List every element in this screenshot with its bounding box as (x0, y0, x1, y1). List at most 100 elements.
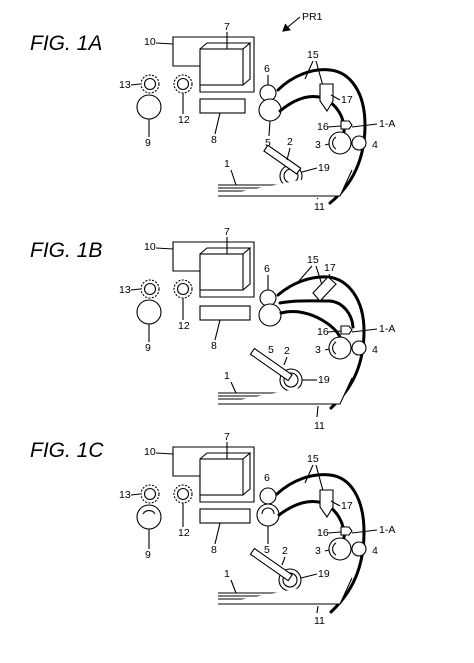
leader-13 (130, 83, 141, 86)
leader-17 (328, 273, 332, 280)
label-8: 8 (211, 340, 217, 352)
label-13: 13 (119, 284, 131, 296)
pr1-arrow (282, 16, 301, 32)
tray-11 (218, 577, 353, 605)
drum-9 (136, 299, 162, 325)
leader-19 (300, 573, 318, 579)
tray-11 (218, 169, 353, 197)
roller-5 (258, 303, 282, 327)
roller-6 (259, 289, 277, 307)
label-7: 7 (224, 21, 230, 33)
figure-title: FIG. 1A (30, 32, 102, 55)
label-1-a: 1-A (379, 118, 395, 130)
leader-2 (283, 356, 288, 366)
leader-5 (268, 120, 271, 137)
plate-8 (199, 98, 246, 114)
leader-11 (316, 605, 319, 614)
panel-fig-1c: FIG. 1C 10 7 13 12 9 8 6 5 15 17 (30, 431, 395, 627)
label-5: 5 (264, 544, 270, 556)
roller-5 (256, 503, 280, 527)
label-6: 6 (264, 263, 270, 275)
roller-5-mark (261, 507, 275, 515)
roller-12 (176, 77, 190, 91)
roller-12 (176, 487, 190, 501)
label-16: 16 (317, 121, 329, 133)
label-3: 3 (315, 344, 321, 356)
unit-7 (199, 253, 244, 291)
paper-path-outer (275, 473, 366, 614)
leader-1-a (351, 529, 378, 534)
leader-1 (230, 579, 237, 594)
guide-17 (319, 489, 334, 519)
roller-12 (176, 282, 190, 296)
label-6: 6 (264, 63, 270, 75)
label-1-a: 1-A (379, 323, 395, 335)
label-5: 5 (265, 137, 271, 149)
figure-title: FIG. 1B (30, 239, 102, 262)
label-13: 13 (119, 79, 131, 91)
label-3: 3 (315, 545, 321, 557)
leader-3 (324, 143, 330, 146)
unit-7-depth (199, 42, 252, 86)
leader-16 (327, 330, 342, 333)
leader-3 (324, 348, 330, 351)
drum-9-mark (142, 510, 156, 515)
label-10: 10 (144, 36, 156, 48)
label-7: 7 (224, 226, 230, 238)
leader-8 (214, 522, 221, 545)
label-2: 2 (284, 345, 290, 357)
pr1-label: PR1 (302, 11, 323, 23)
leader-17 (330, 500, 341, 507)
label-4: 4 (372, 139, 378, 151)
label-15: 15 (307, 49, 319, 61)
guide-17 (319, 83, 334, 113)
leader-10 (155, 42, 174, 45)
tray-11 (218, 377, 353, 405)
roller-4 (351, 340, 367, 356)
label-17: 17 (341, 500, 353, 512)
arm-2 (249, 547, 293, 582)
label-1: 1 (224, 158, 230, 170)
roller-4 (351, 135, 367, 151)
label-4: 4 (372, 545, 378, 557)
roller-19-inner (283, 372, 299, 388)
label-10: 10 (144, 241, 156, 253)
leader-10 (155, 452, 174, 455)
label-4: 4 (372, 344, 378, 356)
label-1: 1 (224, 370, 230, 382)
leader-11 (316, 197, 319, 200)
label-1-a: 1-A (379, 524, 395, 536)
leader-8 (214, 319, 221, 341)
label-5: 5 (268, 344, 274, 356)
leader-16 (327, 125, 342, 128)
leader-15 (297, 265, 323, 286)
label-17: 17 (341, 94, 353, 106)
separator-16 (340, 325, 353, 335)
label-16: 16 (317, 527, 329, 539)
label-17: 17 (324, 262, 336, 274)
label-13: 13 (119, 489, 131, 501)
leader-1-a (351, 123, 378, 128)
leader-13 (130, 493, 141, 496)
leader-11 (316, 405, 319, 418)
drum-9 (136, 504, 162, 530)
leader-1 (230, 381, 237, 394)
unit-7-depth (199, 247, 252, 291)
paper-path-outer (276, 275, 366, 410)
label-3: 3 (315, 139, 321, 151)
label-11: 11 (314, 201, 325, 213)
panel-fig-1b: FIG. 1B 10 7 13 12 9 8 6 5 15 (30, 226, 395, 432)
roller-13 (143, 487, 157, 501)
leader-8 (214, 112, 221, 135)
label-11: 11 (314, 615, 325, 627)
label-15: 15 (307, 453, 319, 465)
leader-16 (327, 531, 342, 534)
panel-fig-1a: FIG. 1A 10 7 13 12 9 8 6 5 (30, 21, 395, 213)
plate-8 (199, 305, 251, 321)
roller-5 (258, 98, 282, 122)
leader-2 (281, 556, 286, 566)
label-16: 16 (317, 326, 329, 338)
paper-path-inner (279, 310, 342, 339)
label-8: 8 (211, 134, 217, 146)
